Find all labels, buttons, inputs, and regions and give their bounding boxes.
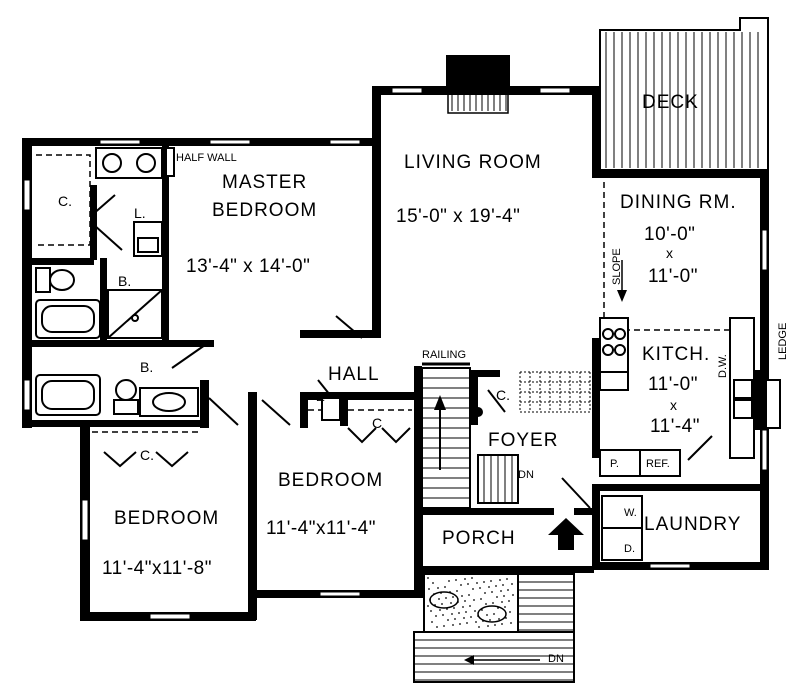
- living-room-dimensions: 15'-0" x 19'-4": [396, 206, 520, 227]
- hall-linen-label: L.: [316, 392, 325, 404]
- porch-label: PORCH: [442, 528, 516, 549]
- foyer-closet-label: C.: [496, 387, 510, 403]
- half-wall-label: HALF WALL: [176, 152, 237, 164]
- ledge-label: LEDGE: [777, 323, 789, 360]
- laundry-appliances: [601, 495, 643, 561]
- washer-label: W.: [624, 507, 637, 519]
- center-bedroom-dimensions: 11'-4"x11'-4": [266, 518, 376, 539]
- laundry-label: LAUNDRY: [644, 514, 741, 535]
- master-bedroom-dimensions: 13'-4" x 14'-0": [186, 256, 310, 277]
- master-bath-fixtures: [35, 147, 175, 339]
- pantry-label: P.: [610, 458, 619, 470]
- dishwasher-label: D.W.: [717, 354, 729, 378]
- left-bedroom-dimensions: 11'-4"x11'-8": [102, 558, 212, 579]
- dining-room-dimension-2: 11'-0": [648, 266, 698, 287]
- refrigerator-label: REF.: [646, 458, 670, 470]
- windows: [23, 87, 768, 620]
- left-bedroom-label: BEDROOM: [114, 508, 219, 529]
- dryer-label: D.: [624, 543, 635, 555]
- master-bedroom-label-line1: MASTER: [222, 172, 307, 193]
- railing-label: RAILING: [422, 349, 466, 361]
- master-closet-label: C.: [58, 193, 72, 209]
- hall-label: HALL: [328, 364, 380, 385]
- stairs: [421, 362, 519, 509]
- ledge: [765, 379, 781, 429]
- dining-room-dimension-1: 10'-0": [644, 224, 695, 245]
- master-bedroom-label-line2: BEDROOM: [212, 200, 317, 221]
- fireplace: [446, 55, 510, 114]
- foyer-label: FOYER: [488, 430, 558, 451]
- deck-label: DECK: [642, 92, 699, 113]
- kitchen-fixtures: [599, 317, 755, 477]
- porch-steps: [413, 573, 575, 683]
- hall-bath-fixtures: [35, 374, 199, 417]
- entry-arrow: [548, 518, 584, 550]
- kitchen-dimension-1: 11'-0": [648, 374, 698, 395]
- master-bath-label: B.: [118, 273, 131, 289]
- center-bedroom-label: BEDROOM: [278, 470, 383, 491]
- kitchen-dimension-2: 11'-4": [650, 416, 700, 437]
- hall-bath-label: B.: [140, 359, 153, 375]
- dining-room-label: DINING RM.: [620, 192, 737, 213]
- center-bedroom-closet-label: C: [372, 415, 382, 431]
- porch-down-label: DN: [548, 653, 564, 665]
- foyer-grid: [519, 371, 591, 413]
- doors: [91, 194, 761, 509]
- kitchen-label: KITCH.: [642, 344, 710, 365]
- deck: [599, 17, 769, 171]
- living-room-label: LIVING ROOM: [404, 152, 542, 173]
- master-linen-label: L.: [134, 205, 146, 221]
- dining-room-x: x: [666, 245, 673, 261]
- stair-down-label: DN: [518, 469, 534, 481]
- closet-lines: [92, 397, 412, 468]
- slope-label: SLOPE: [611, 248, 623, 285]
- kitchen-x: x: [670, 397, 677, 413]
- left-bedroom-closet-label: C.: [140, 447, 154, 463]
